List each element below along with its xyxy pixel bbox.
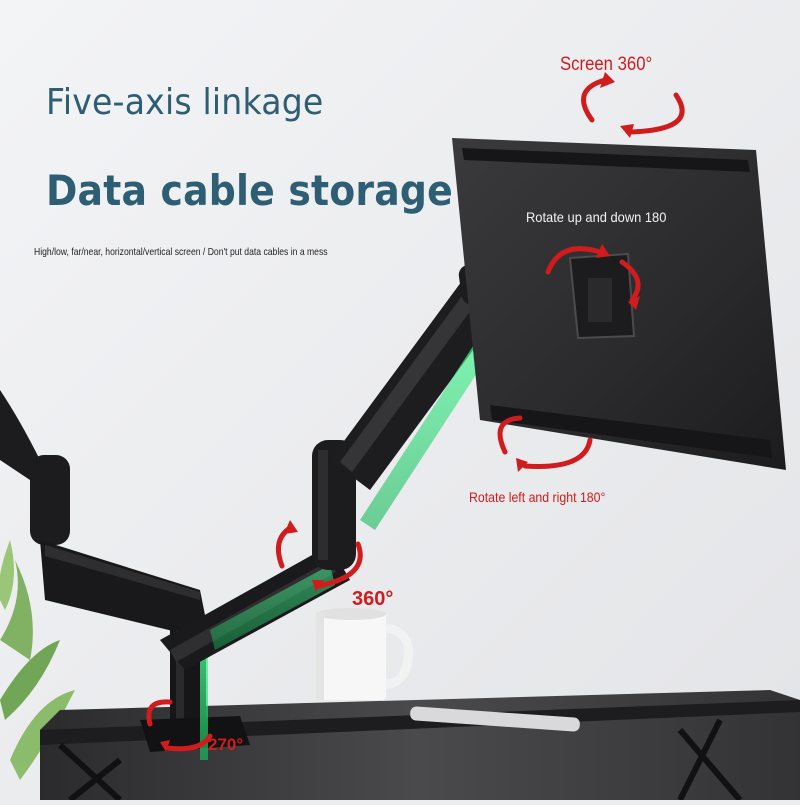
label-swivel: Rotate left and right 180° <box>469 489 606 505</box>
mug-icon <box>316 608 414 700</box>
label-tilt: Rotate up and down 180 <box>526 209 667 225</box>
subtitle: High/low, far/near, horizontal/vertical … <box>34 246 328 258</box>
monitor-icon <box>452 138 786 470</box>
elbow-joint <box>312 440 356 570</box>
headline-cable-storage: Data cable storage <box>46 166 453 215</box>
arrow-heads <box>160 72 640 752</box>
label-base-rotation: 270° <box>208 735 244 754</box>
headline-five-axis: Five-axis linkage <box>46 82 324 123</box>
label-arm-rotation: 360° <box>352 588 394 610</box>
left-arm <box>0 390 210 640</box>
lower-arm <box>160 545 350 670</box>
label-screen-rotation: Screen 360° <box>560 54 653 75</box>
